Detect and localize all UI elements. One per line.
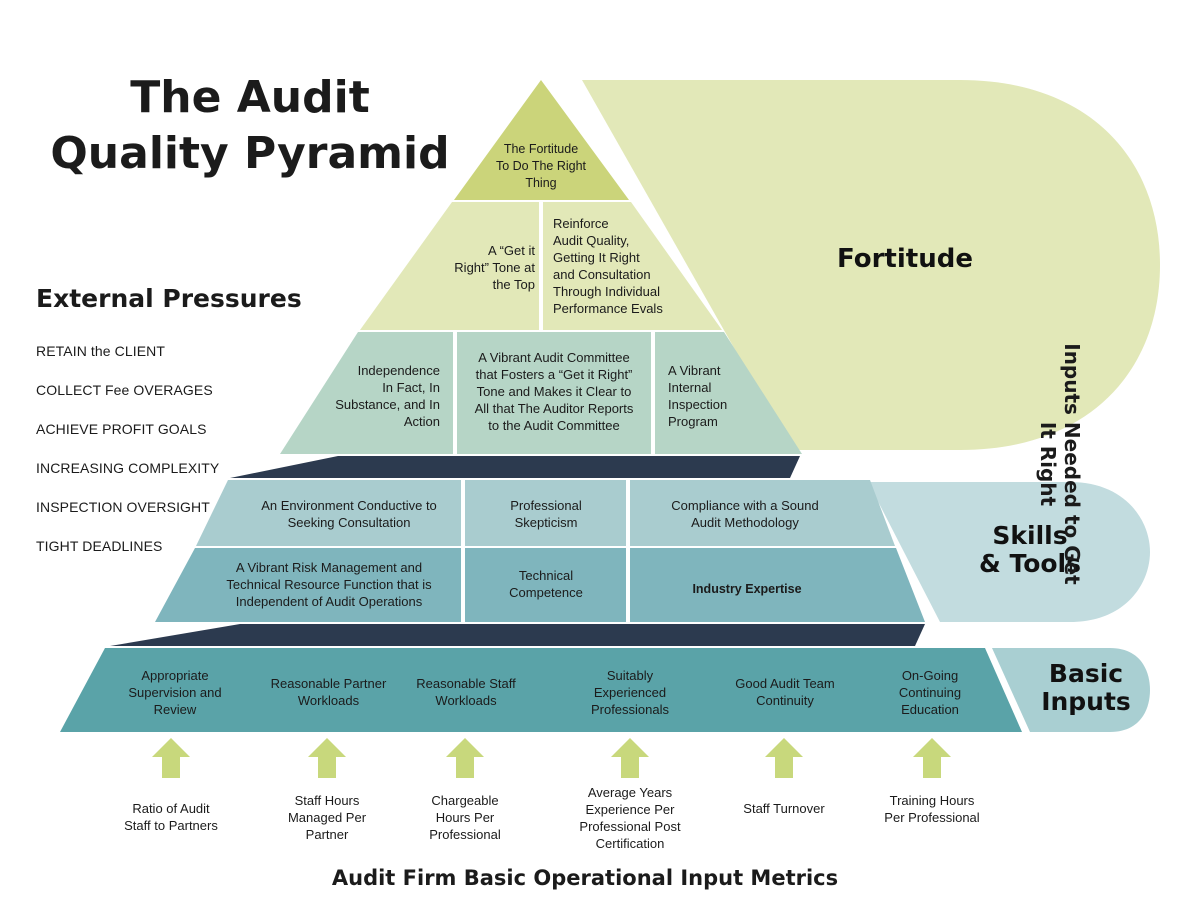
navy-band-1 xyxy=(230,456,800,478)
title-line-2: Quality Pyramid xyxy=(50,128,450,179)
metric-label: Staff Turnover xyxy=(743,801,825,816)
apex-label: The Fortitude To Do The Right Thing xyxy=(495,141,587,190)
basic-input-label: Reasonable Staff Workloads xyxy=(416,676,516,708)
fortitude-label: Fortitude xyxy=(837,244,973,274)
basic-input-label: On-Going Continuing Education xyxy=(898,667,962,717)
skills-bottom-label: A Vibrant Risk Management and Technical … xyxy=(226,559,432,609)
metric-arrows xyxy=(152,738,951,778)
metric-label: Training Hours Per Professional xyxy=(884,793,980,825)
external-pressure-item: TIGHT DEADLINES xyxy=(36,538,163,554)
tier3-right-label: A Vibrant Internal Inspection Program xyxy=(668,363,728,429)
basic-input-label: Good Audit Team Continuity xyxy=(735,676,835,708)
skills-side-shape xyxy=(868,482,1150,622)
basic-inputs-label: Basic Inputs xyxy=(1041,659,1131,716)
tier2-right-label: Reinforce Audit Quality, Getting It Righ… xyxy=(553,216,663,316)
metric-label: Chargeable Hours Per Professional xyxy=(429,793,501,842)
skills-tools-label: Skills & Tools xyxy=(978,521,1082,578)
tier3-left-label: Independence In Fact, In Substance, and … xyxy=(335,363,440,429)
metric-label: Average Years Experience Per Professiona… xyxy=(579,785,681,851)
external-pressures-title: External Pressures xyxy=(36,284,302,313)
footer-title: Audit Firm Basic Operational Input Metri… xyxy=(331,866,839,890)
arrow-icon xyxy=(913,738,951,778)
tier3-center-label: A Vibrant Audit Committee that Fosters a… xyxy=(474,349,634,433)
skills-bottom-label: Technical Competence xyxy=(509,568,583,600)
title-line-1: The Audit xyxy=(130,72,370,123)
metric-label: Ratio of Audit Staff to Partners xyxy=(124,801,218,833)
external-pressure-item: INSPECTION OVERSIGHT xyxy=(36,499,210,515)
skills-bottom-label: Industry Expertise xyxy=(692,581,802,596)
external-pressure-item: COLLECT Fee OVERAGES xyxy=(36,382,213,398)
arrow-icon xyxy=(446,738,484,778)
arrow-icon xyxy=(611,738,649,778)
arrow-icon xyxy=(308,738,346,778)
pyramid-tier3 xyxy=(280,332,802,454)
skills-top-row xyxy=(196,480,895,546)
arrow-icon xyxy=(152,738,190,778)
basic-row xyxy=(60,648,1022,732)
fortitude-side-shape xyxy=(582,80,1160,450)
skills-top-label: Professional Skepticism xyxy=(510,498,582,530)
basic-input-label: Suitably Experienced Professionals xyxy=(590,667,670,717)
vertical-inputs-label: Inputs Needed to Get It Right xyxy=(1036,343,1084,585)
skills-bottom-row xyxy=(155,548,925,622)
navy-band-2 xyxy=(110,624,925,646)
external-pressure-item: ACHIEVE PROFIT GOALS xyxy=(36,421,207,437)
external-pressure-item: RETAIN the CLIENT xyxy=(36,343,166,359)
tier2-left-label: A “Get it Right” Tone at the Top xyxy=(454,242,535,292)
skills-top-label: Compliance with a Sound Audit Methodolog… xyxy=(671,498,819,530)
basic-side-shape xyxy=(992,648,1150,732)
external-pressure-item: INCREASING COMPLEXITY xyxy=(36,460,220,476)
basic-input-label: Appropriate Supervision and Review xyxy=(128,667,222,717)
pyramid-apex xyxy=(454,80,629,200)
skills-top-label: An Environment Conductive to Seeking Con… xyxy=(261,498,437,530)
basic-input-label: Reasonable Partner Workloads xyxy=(270,676,387,708)
page-title: The Audit Quality Pyramid xyxy=(40,70,460,182)
metric-label: Staff Hours Managed Per Partner xyxy=(287,793,367,842)
arrow-icon xyxy=(765,738,803,778)
